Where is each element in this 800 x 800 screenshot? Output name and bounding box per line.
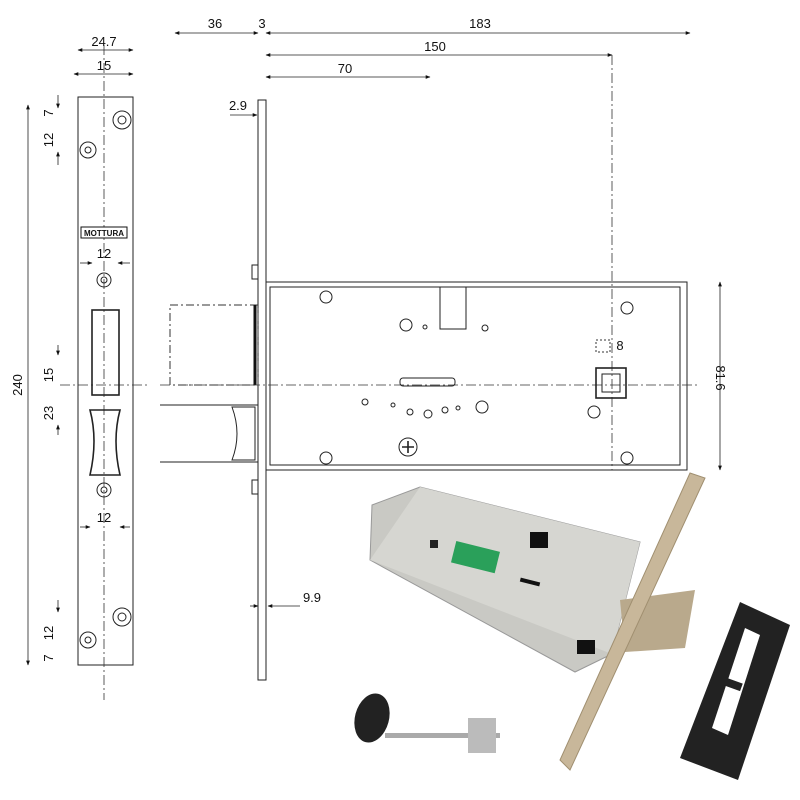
product-label: [450, 541, 500, 574]
brand-label: MOTTURA: [84, 229, 124, 238]
dim-latch-offset: 15: [41, 368, 56, 382]
dim-body-length: 183: [469, 16, 491, 31]
dim-faceplate-thickness: 3: [258, 16, 265, 31]
dim-width-inner: 15: [97, 58, 111, 73]
dim-body-height: 81.6: [713, 365, 728, 390]
dim-faceplate-offset: 2.9: [229, 98, 247, 113]
bolt-slot: [88, 409, 122, 476]
dim-latch-width: 12: [97, 246, 111, 261]
screw-hole: [79, 110, 132, 649]
dim-lower-width: 12: [97, 510, 111, 525]
spindle-hole: [595, 367, 627, 399]
dim-top-hole-offset: 12: [41, 133, 56, 147]
dim-bottom-hole-offset: 12: [41, 626, 56, 640]
key-photo: [354, 693, 500, 753]
dim-faceplate-bottom: 9.9: [303, 590, 321, 605]
dim-top-edge-offset: 7: [41, 109, 56, 116]
dim-backset-bolt: 36: [208, 16, 222, 31]
lock-photo: [369, 472, 706, 771]
screw-icon: [319, 290, 634, 465]
front-view-faceplate: MOTTURA 24.7 15 240 12 7 12 15 23 12 12 …: [10, 34, 150, 700]
dim-bottom-edge-offset: 7: [41, 654, 56, 661]
keyhole: [399, 377, 456, 387]
strike-plate-photo: [680, 602, 790, 780]
dim-height-total: 240: [10, 374, 25, 396]
side-view-lock-body: 36 3 183 150 70 2.9 81.6 8 9.9: [160, 16, 728, 681]
dim-spindle-distance: 150: [424, 39, 446, 54]
dim-lower-offset: 23: [41, 406, 56, 420]
latch-slot: [91, 309, 120, 396]
dim-width-total: 24.7: [91, 34, 116, 49]
brand-plate: [80, 226, 128, 239]
dim-spindle-size: 8: [616, 338, 623, 353]
dim-key-distance: 70: [338, 61, 352, 76]
